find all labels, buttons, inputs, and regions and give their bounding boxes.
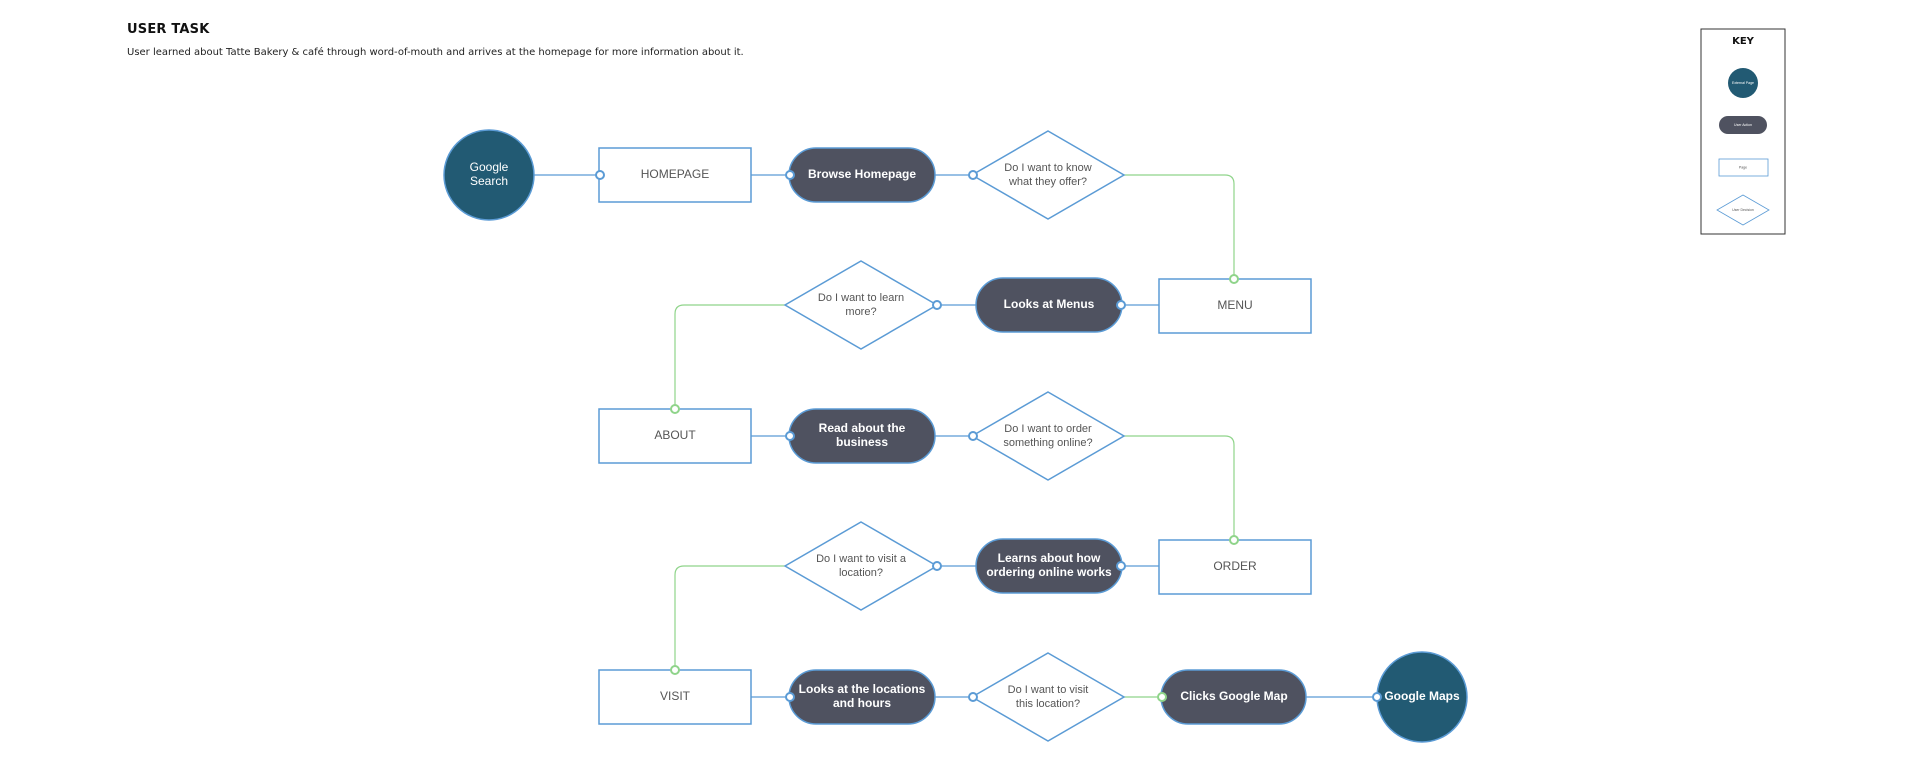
node-label: ORDER bbox=[1213, 559, 1257, 573]
page-visit: VISIT bbox=[598, 669, 752, 725]
green-handle bbox=[670, 665, 680, 675]
node-label: more? bbox=[845, 306, 876, 318]
blue-handle bbox=[785, 170, 795, 180]
key-legend: KEY External Page User Action Page User … bbox=[1700, 28, 1786, 235]
node-label: what they offer? bbox=[1008, 176, 1087, 188]
node-label: Search bbox=[470, 174, 508, 188]
connector-yes bbox=[1124, 435, 1235, 540]
page-homepage: HOMEPAGE bbox=[598, 147, 752, 203]
node-label: ABOUT bbox=[654, 428, 696, 442]
blue-handle bbox=[785, 431, 795, 441]
node-label: Do I want to order bbox=[1004, 423, 1092, 435]
green-handle bbox=[1229, 274, 1239, 284]
blue-handle bbox=[1116, 561, 1126, 571]
external-page-google-search: Google Search bbox=[443, 129, 535, 221]
blue-handle bbox=[1372, 692, 1382, 702]
action-looks-at-locations: Looks at the locations and hours bbox=[788, 669, 936, 725]
page-menu: MENU bbox=[1158, 278, 1312, 334]
connector-yes bbox=[674, 304, 785, 409]
blue-handle bbox=[968, 170, 978, 180]
decision-visit-location: Do I want to visit a location? bbox=[783, 521, 939, 611]
page-order: ORDER bbox=[1158, 539, 1312, 595]
node-label: this location? bbox=[1016, 698, 1080, 710]
node-label: HOMEPAGE bbox=[641, 167, 709, 181]
green-handle bbox=[1157, 692, 1167, 702]
key-label: User Action bbox=[1734, 123, 1752, 127]
node-label: Google Maps bbox=[1384, 689, 1460, 703]
action-browse-homepage: Browse Homepage bbox=[788, 147, 936, 203]
node-label: MENU bbox=[1217, 298, 1252, 312]
blue-handle bbox=[968, 431, 978, 441]
node-label: Do I want to know bbox=[1004, 162, 1091, 174]
node-label: VISIT bbox=[660, 689, 691, 703]
node-label: Clicks Google Map bbox=[1180, 689, 1287, 703]
node-label: Google bbox=[470, 160, 509, 174]
page-description: User learned about Tatte Bakery & café t… bbox=[127, 47, 744, 58]
connectors bbox=[534, 174, 1377, 698]
key-item-external-page: External Page bbox=[1728, 68, 1758, 98]
connection-handles bbox=[595, 170, 1382, 702]
node-label: Read about the bbox=[819, 421, 906, 435]
decision-know-offer: Do I want to know what they offer? bbox=[970, 130, 1126, 220]
decision-order-online: Do I want to order something online? bbox=[970, 391, 1126, 481]
node-label: Do I want to visit a bbox=[816, 553, 907, 565]
key-label: User Decision bbox=[1732, 208, 1754, 212]
key-item-page: Page bbox=[1718, 158, 1769, 177]
blue-handle bbox=[785, 692, 795, 702]
node-label: business bbox=[836, 435, 888, 449]
node-label: Browse Homepage bbox=[808, 167, 916, 181]
decision-visit-this-location: Do I want to visit this location? bbox=[970, 652, 1126, 742]
node-label: ordering online works bbox=[986, 565, 1112, 579]
header: USER TASK User learned about Tatte Baker… bbox=[127, 22, 744, 58]
connector-yes bbox=[1124, 174, 1235, 279]
action-read-about-business: Read about the business bbox=[788, 408, 936, 464]
decision-learn-more: Do I want to learn more? bbox=[783, 260, 939, 350]
node-label: Looks at the locations bbox=[799, 682, 926, 696]
node-label: location? bbox=[839, 567, 883, 579]
blue-handle bbox=[932, 300, 942, 310]
page-about: ABOUT bbox=[598, 408, 752, 464]
node-label: Looks at Menus bbox=[1004, 297, 1095, 311]
node-label: Do I want to visit bbox=[1008, 684, 1089, 696]
key-item-user-decision: User Decision bbox=[1716, 194, 1770, 226]
blue-handle bbox=[968, 692, 978, 702]
green-handle bbox=[670, 404, 680, 414]
page-title: USER TASK bbox=[127, 22, 210, 37]
green-handle bbox=[1229, 535, 1239, 545]
action-looks-at-menus: Looks at Menus bbox=[975, 277, 1123, 333]
key-item-user-action: User Action bbox=[1719, 116, 1767, 134]
blue-handle bbox=[595, 170, 605, 180]
connector-yes bbox=[674, 565, 785, 670]
key-label: Page bbox=[1739, 165, 1747, 169]
node-label: Learns about how bbox=[998, 551, 1101, 565]
node-label: something online? bbox=[1003, 437, 1092, 449]
external-page-google-maps: Google Maps bbox=[1376, 651, 1468, 743]
blue-handle bbox=[1116, 300, 1126, 310]
action-learns-ordering: Learns about how ordering online works bbox=[975, 538, 1123, 594]
key-label: External Page bbox=[1732, 81, 1754, 85]
blue-handle bbox=[932, 561, 942, 571]
node-label: Do I want to learn bbox=[818, 292, 904, 304]
key-title: KEY bbox=[1732, 36, 1755, 47]
action-clicks-google-map: Clicks Google Map bbox=[1160, 669, 1307, 725]
node-label: and hours bbox=[833, 696, 891, 710]
